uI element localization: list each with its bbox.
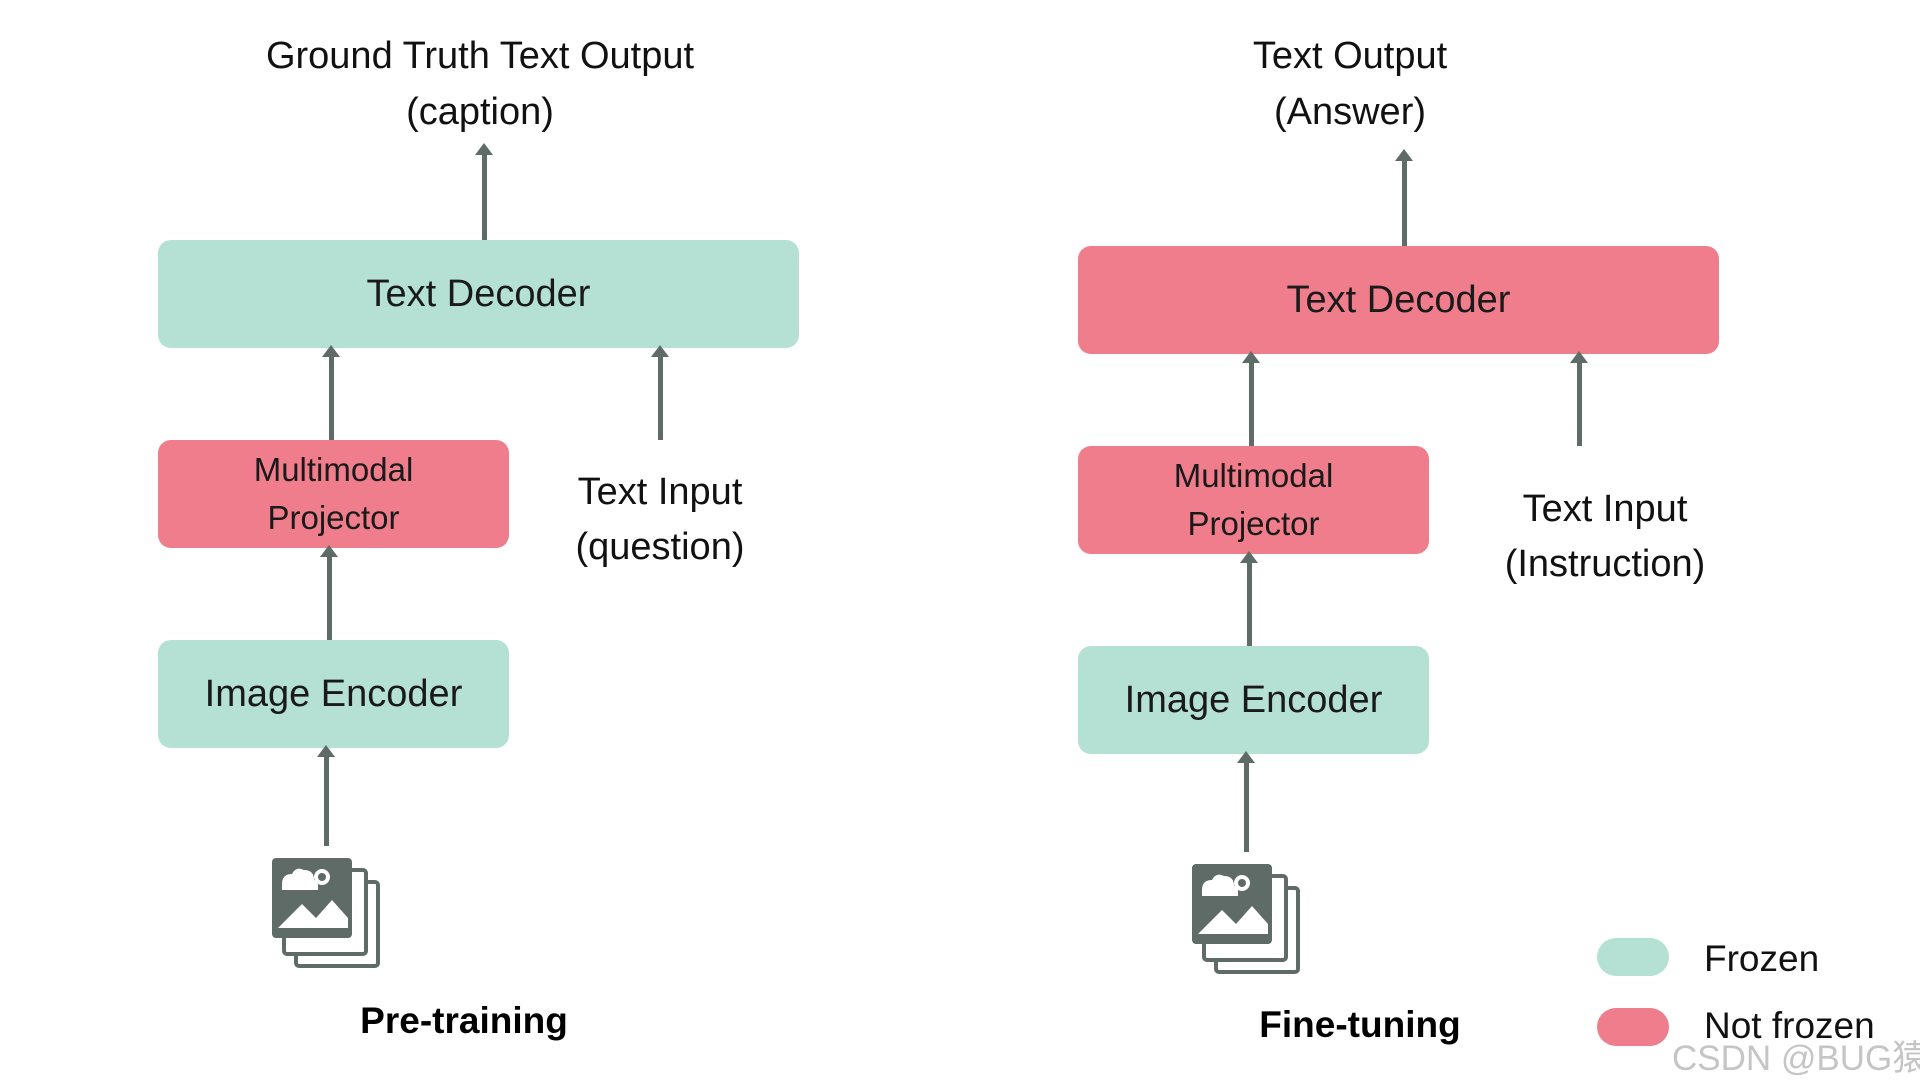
image-stack-icon — [1192, 864, 1300, 974]
image-stack-icon — [272, 858, 380, 968]
arrow-projector-to-decoder — [1242, 351, 1260, 446]
pretraining-panel: Ground Truth Text Output (caption) Text … — [0, 0, 960, 1080]
finetuning-image-encoder: Image Encoder — [1078, 646, 1429, 754]
arrow-encoder-to-projector — [320, 545, 338, 640]
legend-frozen-label: Frozen — [1704, 938, 1820, 979]
arrow-encoder-to-projector — [1240, 551, 1258, 652]
pretraining-text-decoder: Text Decoder — [158, 240, 799, 348]
legend-not-frozen-swatch — [1597, 1008, 1669, 1046]
finetuning-panel: Text Output (Answer) Text Decoder Multim… — [920, 0, 1880, 1080]
pretraining-image-encoder: Image Encoder — [158, 640, 509, 748]
finetuning-text-input-label: Text Input (Instruction) — [1504, 488, 1706, 585]
finetuning-text-decoder: Text Decoder — [1078, 246, 1719, 354]
watermark: CSDN @BUG猿 — [1672, 1039, 1920, 1078]
pretraining-text-input-label: Text Input (question) — [575, 471, 745, 568]
pretraining-caption: Pre-training — [360, 1000, 568, 1041]
pretraining-multimodal-projector: Multimodal Projector — [158, 440, 509, 548]
finetuning-output-label: Text Output (Answer) — [1252, 35, 1448, 133]
arrow-image-to-encoder — [1237, 751, 1255, 852]
legend-not-frozen-label: Not frozen — [1704, 1005, 1875, 1046]
arrow-image-to-encoder — [317, 745, 335, 846]
finetuning-multimodal-projector: Multimodal Projector — [1078, 446, 1429, 554]
arrow-textinput-to-decoder — [1570, 351, 1588, 446]
finetuning-caption: Fine-tuning — [1259, 1004, 1461, 1045]
legend-frozen-swatch — [1597, 938, 1669, 976]
pretraining-output-label: Ground Truth Text Output (caption) — [265, 35, 695, 133]
arrow-decoder-to-output — [1395, 149, 1413, 246]
arrow-decoder-to-output — [475, 143, 493, 240]
arrow-projector-to-decoder — [322, 345, 340, 440]
arrow-textinput-to-decoder — [651, 345, 669, 440]
